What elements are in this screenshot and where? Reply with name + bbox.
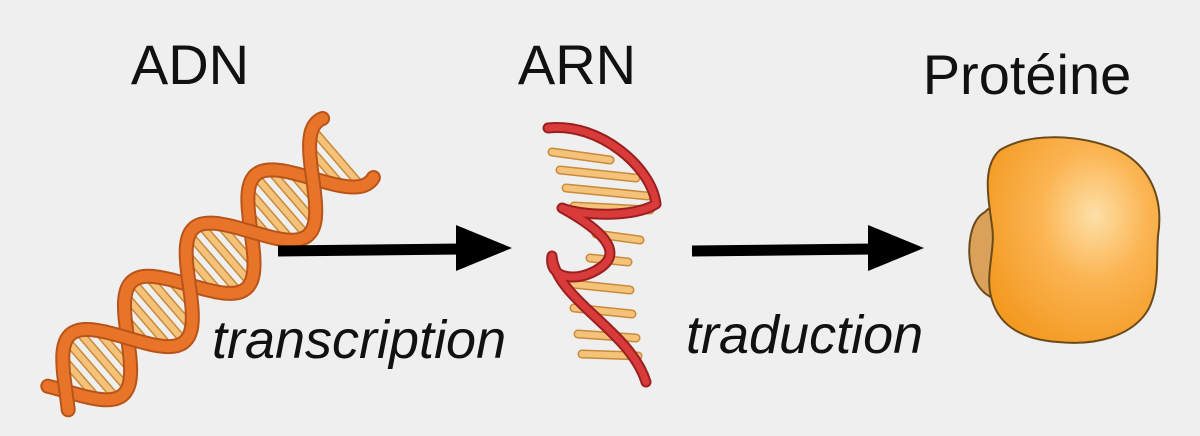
rna-base xyxy=(549,149,613,163)
dna-base-pair xyxy=(309,126,365,190)
dna-base-pair xyxy=(144,273,195,331)
translation-arrowhead xyxy=(868,225,924,271)
rna-base xyxy=(569,281,633,293)
dna-base-pair xyxy=(245,187,295,244)
transcription-label: transcription xyxy=(212,310,506,370)
dna-strand-1 xyxy=(42,164,379,406)
protein-body xyxy=(986,136,1161,344)
translation-arrow-shaft xyxy=(691,243,875,257)
dna-base-pair xyxy=(186,231,243,296)
dna-base-pair xyxy=(197,221,254,287)
dna-base-pair xyxy=(74,327,131,392)
transcription-arrow-shaft xyxy=(277,243,463,257)
rna-single-strand-icon xyxy=(542,122,662,388)
dna-base-pair xyxy=(266,166,318,226)
dna-base-pair xyxy=(129,278,188,345)
translation-label: traduction xyxy=(686,305,923,365)
dna-base-pair xyxy=(251,172,311,239)
dna-base-pair xyxy=(63,336,120,402)
protein-label: Protéine xyxy=(923,43,1132,106)
protein-blob-icon xyxy=(968,136,1161,344)
rna-base xyxy=(563,185,651,199)
translation-arrow xyxy=(691,225,924,271)
dna-label: ADN xyxy=(131,33,249,96)
transcription-arrowhead xyxy=(456,225,512,271)
transcription-arrow xyxy=(277,225,512,271)
dna-base-pair xyxy=(122,292,173,350)
rna-base xyxy=(557,167,639,181)
dna-double-helix-icon xyxy=(40,111,381,418)
rna-label: ARN xyxy=(518,33,636,96)
dna-strand-2 xyxy=(57,113,329,416)
rna-base xyxy=(575,331,639,341)
rna-strand xyxy=(544,124,660,386)
